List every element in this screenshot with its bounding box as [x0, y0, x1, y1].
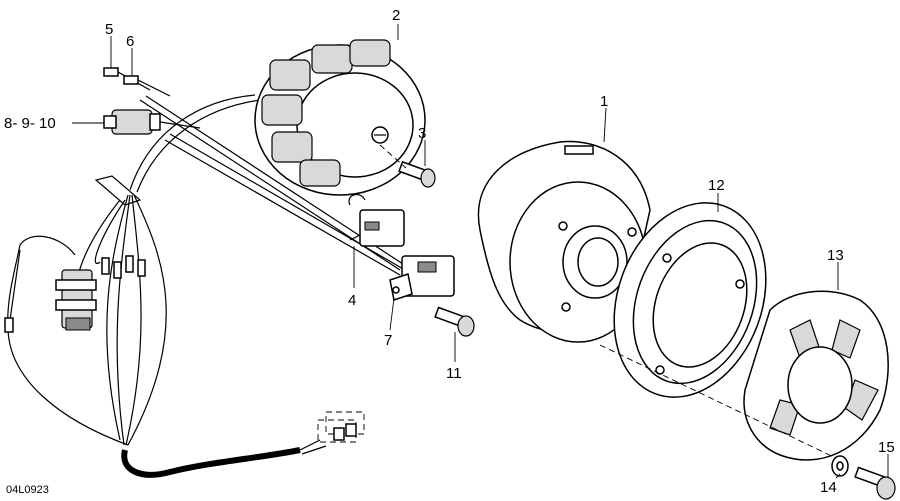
bullet-terminals: [101, 255, 146, 279]
leader-lines: [72, 24, 889, 479]
reference-code: 04L0923: [6, 484, 49, 496]
sensor-probe: [4, 317, 14, 333]
cable-tie: [94, 175, 142, 206]
bolt-item-15: [854, 466, 896, 500]
callout-8-9-10: 8- 9- 10: [4, 115, 56, 132]
screw-item-3: [379, 144, 436, 188]
flywheel-item-1: [477, 140, 651, 343]
starter-cup-item-12: [613, 202, 767, 398]
callout-12: 12: [708, 177, 725, 194]
callout-6: 6: [126, 33, 134, 50]
starter-pulley-item-13: [743, 290, 889, 461]
callout-11: 11: [446, 365, 462, 382]
callout-4: 4: [348, 292, 356, 309]
callout-7: 7: [384, 332, 392, 349]
terminal-item-6: [123, 75, 171, 97]
black-cable-sheath: [121, 447, 301, 478]
wire-guide-item-4: [139, 95, 407, 276]
callout-13: 13: [827, 247, 844, 264]
washer-item-14: [831, 455, 849, 477]
connector-housing-dashed: [317, 411, 365, 443]
callout-1: 1: [600, 93, 608, 110]
harness-connector: [55, 269, 97, 331]
stator-item-2: [254, 39, 426, 196]
callout-5: 5: [105, 21, 113, 38]
bolt-item-11: [434, 306, 475, 337]
trigger-coil-item-7: [389, 255, 455, 301]
callout-2: 2: [392, 7, 400, 24]
plug-item-8-9-10: [103, 109, 201, 135]
callout-3: 3: [418, 125, 426, 142]
callout-14: 14: [820, 479, 837, 496]
wiring-harness: [4, 94, 327, 478]
callout-15: 15: [878, 439, 895, 456]
assembly-axis: [599, 344, 841, 461]
trigger-coil-upper: [348, 193, 405, 247]
